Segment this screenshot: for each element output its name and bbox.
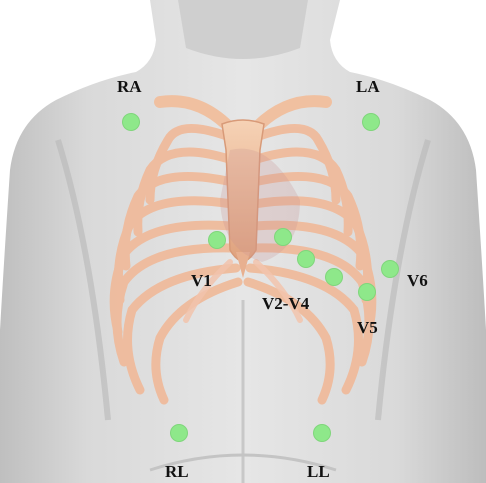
label-v6: V6 — [407, 272, 428, 289]
electrode-v2 — [274, 228, 292, 246]
label-ll: LL — [307, 463, 330, 480]
electrode-la — [362, 113, 380, 131]
electrode-v4 — [325, 268, 343, 286]
electrode-rl — [170, 424, 188, 442]
label-la: LA — [356, 78, 380, 95]
label-ra: RA — [117, 78, 142, 95]
electrode-ra — [122, 113, 140, 131]
electrode-v3 — [297, 250, 315, 268]
electrode-v5 — [358, 283, 376, 301]
electrode-ll — [313, 424, 331, 442]
electrode-v6 — [381, 260, 399, 278]
electrode-v1 — [208, 231, 226, 249]
label-rl: RL — [165, 463, 189, 480]
label-v5: V5 — [357, 319, 378, 336]
label-v2-v4: V2-V4 — [262, 295, 309, 312]
label-v1: V1 — [191, 272, 212, 289]
